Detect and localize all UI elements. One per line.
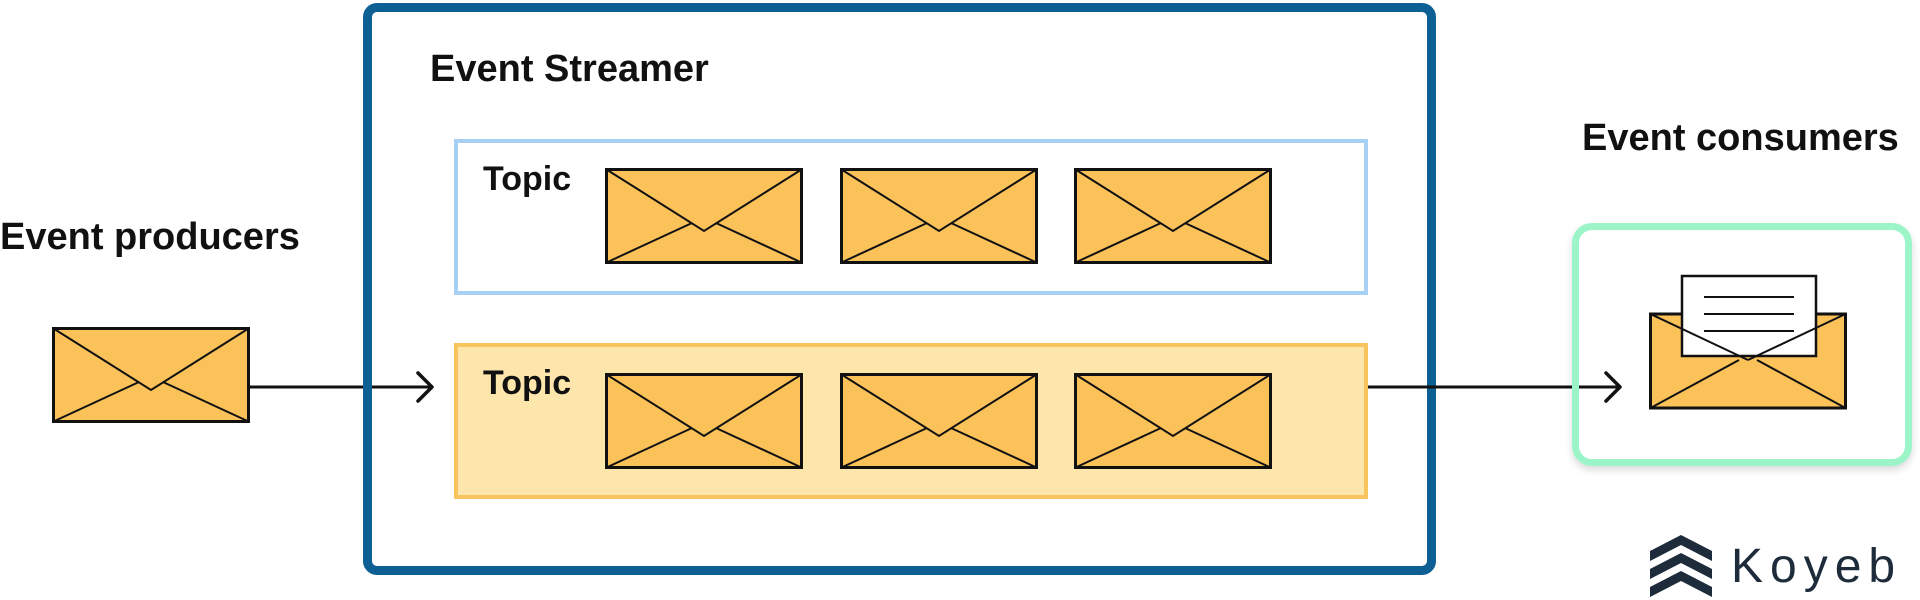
topic-label: Topic xyxy=(483,160,572,198)
koyeb-wordmark: Koyeb xyxy=(1731,540,1903,593)
topic-box xyxy=(454,139,1368,295)
streamer-title: Event Streamer xyxy=(430,48,709,90)
envelope-icon xyxy=(840,373,1038,469)
open-envelope-icon xyxy=(1649,274,1847,410)
arrow-right-icon xyxy=(248,371,434,403)
producer-envelope-icon xyxy=(52,327,250,423)
consumer-panel xyxy=(1572,223,1912,466)
envelope-icon xyxy=(605,373,803,469)
envelope-icon xyxy=(840,168,1038,264)
envelope-icon xyxy=(1074,373,1272,469)
envelope-icon xyxy=(605,168,803,264)
koyeb-logo-icon xyxy=(1650,535,1712,597)
consumers-title: Event consumers xyxy=(1582,117,1899,159)
topic-label: Topic xyxy=(483,364,572,402)
event-streamer-panel xyxy=(363,3,1436,575)
producers-title: Event producers xyxy=(0,216,300,258)
envelope-icon xyxy=(1074,168,1272,264)
